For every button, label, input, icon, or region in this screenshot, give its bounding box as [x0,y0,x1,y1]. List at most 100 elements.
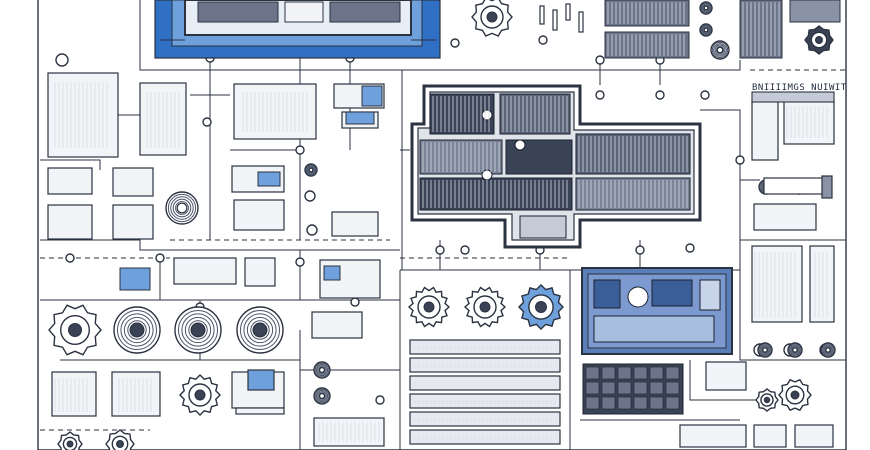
gear-hub [479,301,491,313]
dial-ring [711,41,729,59]
gear-hub [66,440,74,448]
dial-ring [116,309,158,351]
dial-ring [177,309,219,351]
dial-ring [307,166,315,174]
grid-cell [665,381,680,395]
dial-ring [715,45,725,55]
dial-ring [315,363,329,377]
dial-icon [174,306,222,354]
grid-cell [585,396,600,410]
dial-ring [700,2,712,14]
dial-ring [758,343,772,357]
dashed-guides [40,69,846,431]
dial-center [319,393,326,400]
dial-ring [239,309,281,351]
dial-center [762,347,768,353]
dial-icon [113,306,161,354]
grid-cell [649,366,664,380]
ribbon-bars [409,339,561,445]
gear-hub [535,301,547,313]
gear-icon [463,286,507,328]
dial-ring [702,4,710,12]
dial-ring [243,313,277,347]
dial-icon [313,387,331,405]
grid-cell [649,381,664,395]
small-icons [235,3,833,415]
blue-screens [119,85,383,291]
dial-ring [701,25,711,35]
dial-ring [700,24,712,36]
grid-cell [601,381,616,395]
gear-icon [105,429,135,450]
gear-icon [179,374,221,416]
dial-icon [820,342,836,358]
dial-center [825,347,831,353]
gear-icon [407,286,451,328]
gear-icon [778,378,812,412]
gear-icon [48,304,102,356]
dial-ring [315,389,329,403]
dial-ring [314,388,330,404]
grid-cell [617,381,632,395]
dial-center [190,322,206,338]
dial-ring [175,201,189,215]
gear-icon [804,25,834,55]
dial-ring [701,3,711,13]
dial-ring [759,344,771,356]
dial-center [703,5,709,11]
dial-ring [188,320,208,340]
dial-center [319,367,326,374]
gear-hub [815,36,823,44]
dial-ring [790,345,800,355]
gear-icon [471,0,513,37]
dial-ring [824,346,832,354]
dial-ring [172,198,192,218]
dial-ring [123,316,151,344]
dial-center [703,27,709,33]
dial-ring [761,346,769,354]
grid-cell [633,396,648,410]
dial-ring [167,193,197,223]
dial-center [308,167,314,173]
dial-ring [127,320,147,340]
dial-icon [165,191,199,225]
gear-hub [68,323,82,337]
monitor-blue-right [581,267,733,355]
dial-ring [791,346,799,354]
dial-ring [318,366,326,374]
gear-hub [486,11,498,23]
gear-group [48,0,834,450]
dial-ring [314,362,330,378]
dial-icon [304,163,318,177]
dial-ring [821,343,835,357]
dial-icon [236,306,284,354]
dial-ring [184,316,212,344]
grid-cell [601,366,616,380]
gear-icon [755,388,779,412]
dial-ring [702,26,710,34]
dial-ring [181,313,215,347]
dial-icon [699,23,713,37]
grid-cell [585,366,600,380]
gear-icon [518,284,564,330]
gear-hub [790,390,800,400]
grid-cell [649,396,664,410]
gear-hub [194,389,206,401]
dial-ring [760,345,770,355]
dial-ring [823,345,833,355]
dial-center [716,46,724,54]
header-label: BNIIIIMGS NUIWIT [752,83,847,93]
dial-icon [787,342,803,358]
dial-center [252,322,268,338]
grid-cell [585,381,600,395]
grid-cell [617,366,632,380]
dial-ring [318,392,326,400]
top-blue-panel [154,0,441,59]
dial-icon [699,1,713,15]
gear-hub [763,396,771,404]
dial-ring [317,365,327,375]
dial-ring [246,316,274,344]
grid-cell [633,366,648,380]
